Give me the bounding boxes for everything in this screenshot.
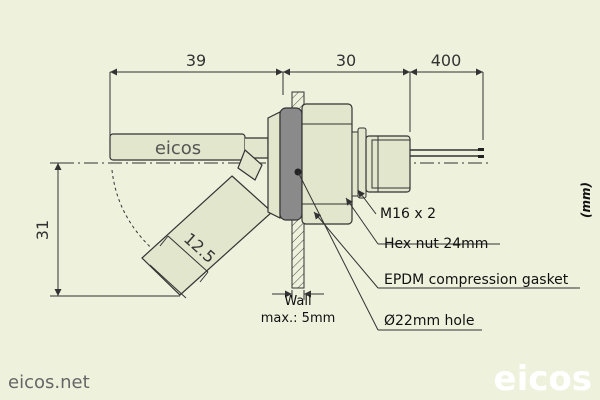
switch-body	[267, 103, 411, 225]
tilted-float: 12.5	[141, 148, 273, 299]
wall-thickness-label: max.: 5mm	[261, 311, 336, 326]
leader-lines	[297, 171, 580, 331]
units-label: (mm)	[579, 182, 593, 218]
wall-label: Wall	[284, 294, 311, 309]
hex-nut-label: Hex nut 24mm	[384, 236, 488, 252]
float-stem: eicos	[109, 133, 269, 161]
cables	[410, 148, 484, 158]
brand-logo: eicos	[494, 359, 592, 399]
stem-brand-text: eicos	[155, 138, 201, 159]
brand-url: eicos.net	[8, 372, 90, 393]
gasket-label: EPDM compression gasket	[384, 272, 569, 288]
vertical-dimension: 31	[33, 162, 180, 297]
dim-cable-length: 400	[431, 51, 462, 70]
dim-body-length: 30	[336, 51, 356, 70]
hole-label: Ø22mm hole	[384, 313, 475, 329]
dim-vertical-drop: 31	[33, 220, 52, 240]
top-dimensions: 39 30 400	[109, 51, 484, 140]
dim-stem-length: 39	[186, 51, 206, 70]
thread-label: M16 x 2	[380, 206, 436, 222]
